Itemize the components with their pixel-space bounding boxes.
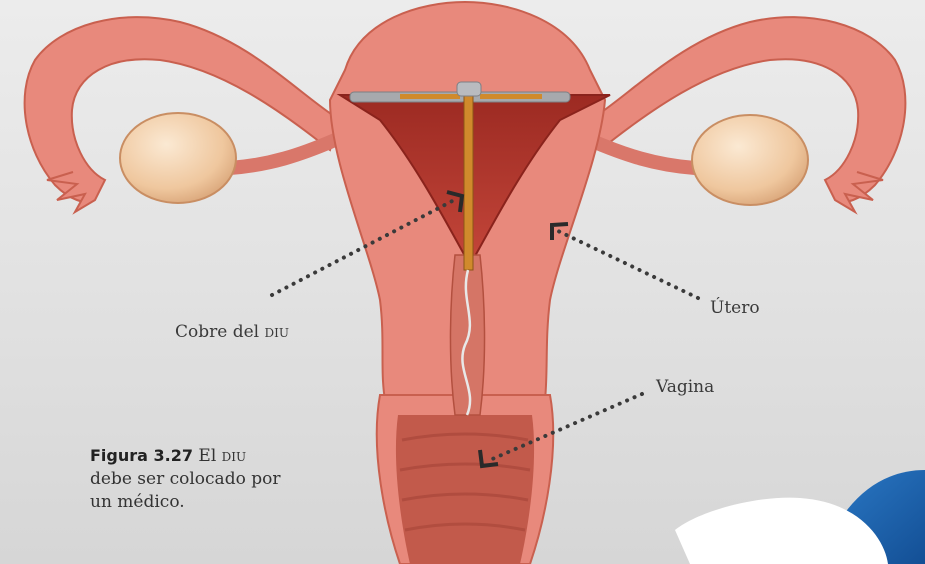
- left-ovary: [120, 113, 236, 203]
- left-ligament: [230, 140, 335, 168]
- label-uterus: Útero: [710, 298, 760, 318]
- iud-stem: [464, 90, 473, 270]
- right-ovary: [692, 115, 808, 205]
- label-copper-iud: Cobre del diu: [175, 322, 289, 342]
- figure-number: Figura 3.27: [90, 446, 193, 465]
- right-ligament: [590, 140, 695, 168]
- pointer-uterus: [556, 230, 698, 298]
- figure-caption: Figura 3.27 El diu debe ser colocado por…: [90, 444, 290, 514]
- label-vagina: Vagina: [656, 377, 714, 397]
